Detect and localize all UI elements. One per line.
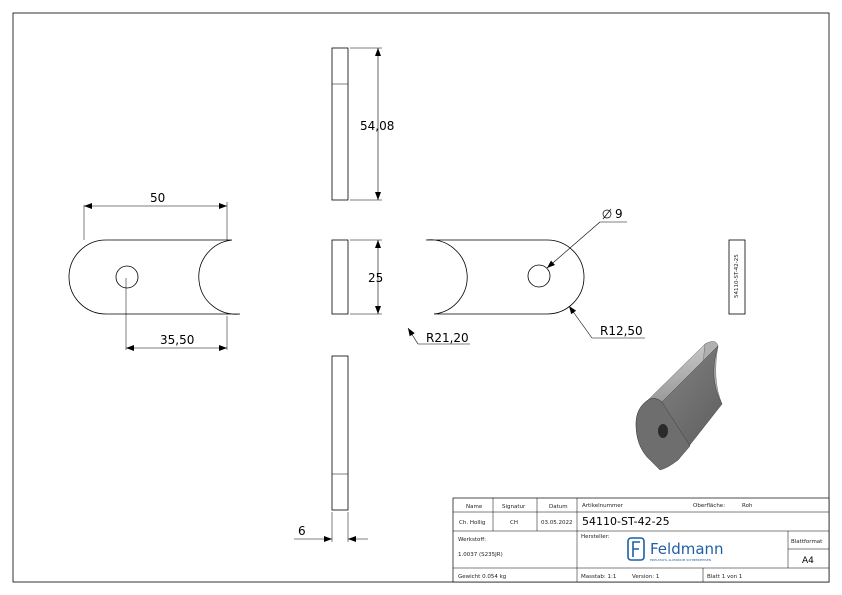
tb-version: Version: 1 bbox=[632, 574, 659, 580]
dim-end-height: 25 bbox=[368, 271, 383, 285]
dim-radius-end: R12,50 bbox=[600, 324, 643, 338]
dim-width: 50 bbox=[150, 191, 165, 205]
side-view-top: 54,08 bbox=[331, 47, 394, 201]
tb-date: 03.05.2022 bbox=[541, 520, 573, 526]
front-view-left: 50 35,50 bbox=[68, 191, 241, 351]
dim-thickness: 6 bbox=[298, 524, 306, 538]
logo-text: Feldmann bbox=[650, 540, 724, 558]
end-view-small: 54110-ST-42-25 bbox=[728, 239, 746, 315]
end-view-label: 54110-ST-42-25 bbox=[734, 254, 740, 298]
dim-hole-position: 35,50 bbox=[160, 333, 194, 347]
tb-surface-label: Oberfläche: bbox=[693, 503, 725, 509]
hole-left bbox=[115, 265, 139, 289]
tb-part-number: 54110-ST-42-25 bbox=[582, 515, 670, 528]
iso-hole bbox=[658, 424, 668, 438]
tb-weight: Gewicht 0.054 kg bbox=[458, 574, 506, 580]
tb-material-label: Werkstoff: bbox=[458, 537, 486, 543]
tb-name: Ch. Hollig bbox=[459, 520, 485, 526]
tb-manufacturer-label: Hersteller: bbox=[581, 534, 610, 540]
logo-tagline: EDELSTAHL ALUMINIUM SCHMIEDEEISEN bbox=[650, 558, 711, 562]
dim-hole-diameter: 9 bbox=[615, 207, 623, 221]
sheet-border bbox=[12, 12, 830, 583]
front-view-right: 9 R21,20 R12,50 bbox=[407, 207, 645, 345]
side-view-middle: 25 bbox=[331, 239, 383, 315]
tb-scale: Masstab: 1:1 bbox=[581, 574, 616, 580]
tb-format-label: Blattformat bbox=[791, 539, 823, 545]
title-block: Name Signatur Datum Ch. Hollig CH 03.05.… bbox=[452, 497, 830, 583]
hole-right bbox=[527, 264, 551, 288]
tb-surface-value: Roh bbox=[742, 503, 753, 509]
tb-sheet: Blatt 1 von 1 bbox=[707, 574, 742, 580]
tb-part-number-label: Artikelnummer bbox=[582, 503, 624, 509]
tb-signature: CH bbox=[510, 520, 518, 526]
isometric-view bbox=[635, 341, 723, 471]
dim-height: 54,08 bbox=[360, 119, 394, 133]
tb-date-header: Datum bbox=[549, 504, 568, 510]
tb-name-header: Name bbox=[466, 504, 483, 510]
side-view-bottom: 6 bbox=[294, 355, 368, 542]
tb-format-value: A4 bbox=[802, 556, 814, 566]
tb-signature-header: Signatur bbox=[502, 504, 526, 510]
tb-material-value: 1.0037 (S235JR) bbox=[458, 552, 503, 558]
feldmann-logo: Feldmann EDELSTAHL ALUMINIUM SCHMIEDEEIS… bbox=[627, 537, 724, 562]
diameter-icon bbox=[602, 208, 612, 220]
dim-radius-cut: R21,20 bbox=[426, 331, 469, 345]
